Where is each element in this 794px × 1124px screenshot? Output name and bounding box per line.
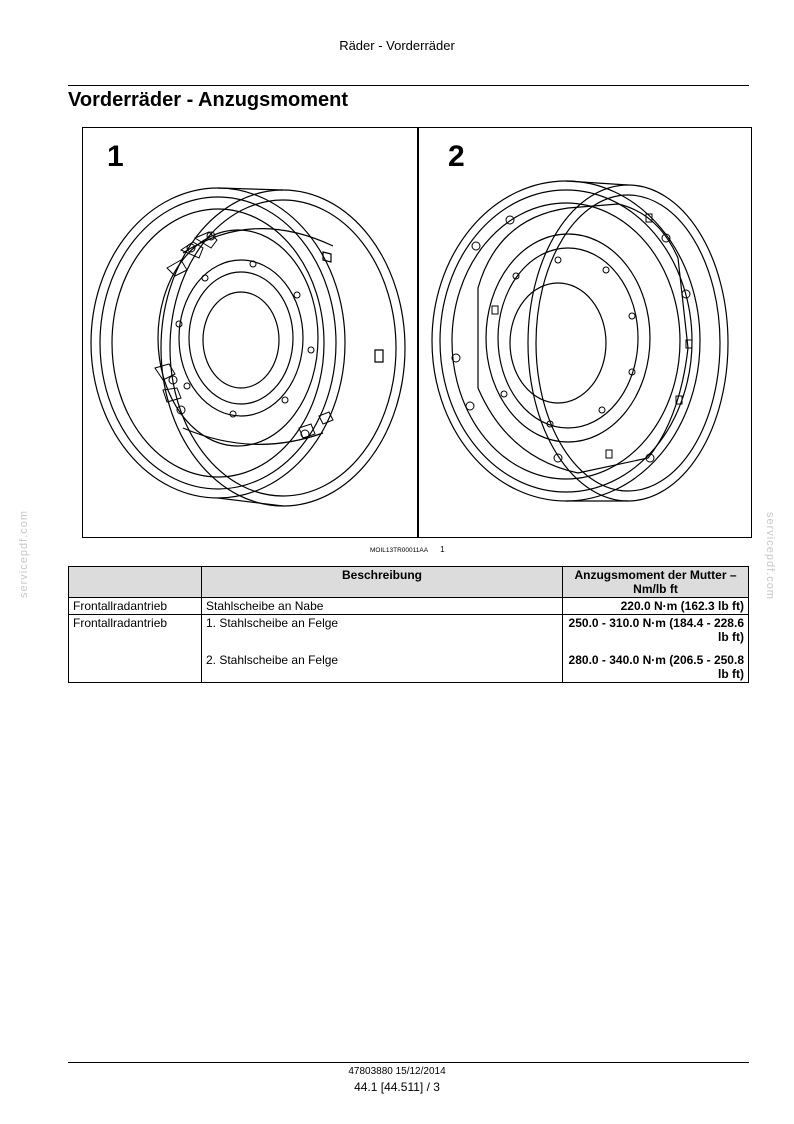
watermark-left: servicepdf.com bbox=[18, 510, 30, 598]
table-cell-description: Stahlscheibe an Nabe bbox=[201, 597, 563, 615]
wheel-drawing-1 bbox=[90, 187, 406, 507]
table-cell-application: Frontallradantrieb bbox=[68, 597, 202, 615]
table-row: 2. Stahlscheibe an Felge 280.0 - 340.0 N… bbox=[69, 645, 749, 683]
table-cell-torque: 220.0 N·m (162.3 lb ft) bbox=[562, 597, 749, 615]
table-header-description: Beschreibung bbox=[201, 566, 563, 598]
table-cell-description: 2. Stahlscheibe an Felge bbox=[201, 645, 563, 683]
footer-rule bbox=[68, 1062, 749, 1063]
wheel-figure: 1 bbox=[82, 127, 752, 540]
panel-number-2: 2 bbox=[448, 140, 465, 173]
table-cell-torque: 250.0 - 310.0 N·m (184.4 - 228.6 lb ft) bbox=[562, 614, 749, 645]
torque-table: Beschreibung Anzugsmoment der Mutter – N… bbox=[68, 566, 749, 683]
figure-caption: MOIL13TR00011AA 1 bbox=[370, 545, 445, 554]
table-row: Frontallradantrieb Stahlscheibe an Nabe … bbox=[68, 597, 749, 615]
table-cell-description: 1. Stahlscheibe an Felge bbox=[201, 614, 563, 645]
table-header-torque: Anzugsmoment der Mutter – Nm/lb ft bbox=[562, 566, 749, 598]
header-rule bbox=[68, 85, 749, 86]
figure-caption-code: MOIL13TR00011AA bbox=[370, 547, 429, 554]
table-header-row: Beschreibung Anzugsmoment der Mutter – N… bbox=[68, 566, 749, 598]
table-cell-description-text: 1. Stahlscheibe an Felge bbox=[206, 616, 339, 630]
table-cell-application: Frontallradantrieb bbox=[68, 614, 202, 683]
figure-caption-number: 1 bbox=[440, 545, 445, 554]
figure-panel-2: 2 bbox=[417, 127, 752, 538]
table-header-application bbox=[68, 566, 202, 598]
table-row: Frontallradantrieb 1. Stahlscheibe an Fe… bbox=[68, 614, 749, 683]
panel-number-1: 1 bbox=[107, 140, 124, 173]
page-title: Vorderräder - Anzugsmoment bbox=[68, 89, 349, 111]
table-cell-torque: 280.0 - 340.0 N·m (206.5 - 250.8 lb ft) bbox=[562, 645, 749, 683]
wheel-drawing-2 bbox=[431, 180, 729, 502]
watermark-right: servicepdf.com bbox=[764, 512, 776, 600]
figure-panel-1: 1 bbox=[82, 127, 419, 538]
running-header: Räder - Vorderräder bbox=[339, 38, 455, 53]
footer-page-number: 44.1 [44.511] / 3 bbox=[354, 1080, 440, 1094]
footer-document-id: 47803880 15/12/2014 bbox=[348, 1066, 446, 1077]
